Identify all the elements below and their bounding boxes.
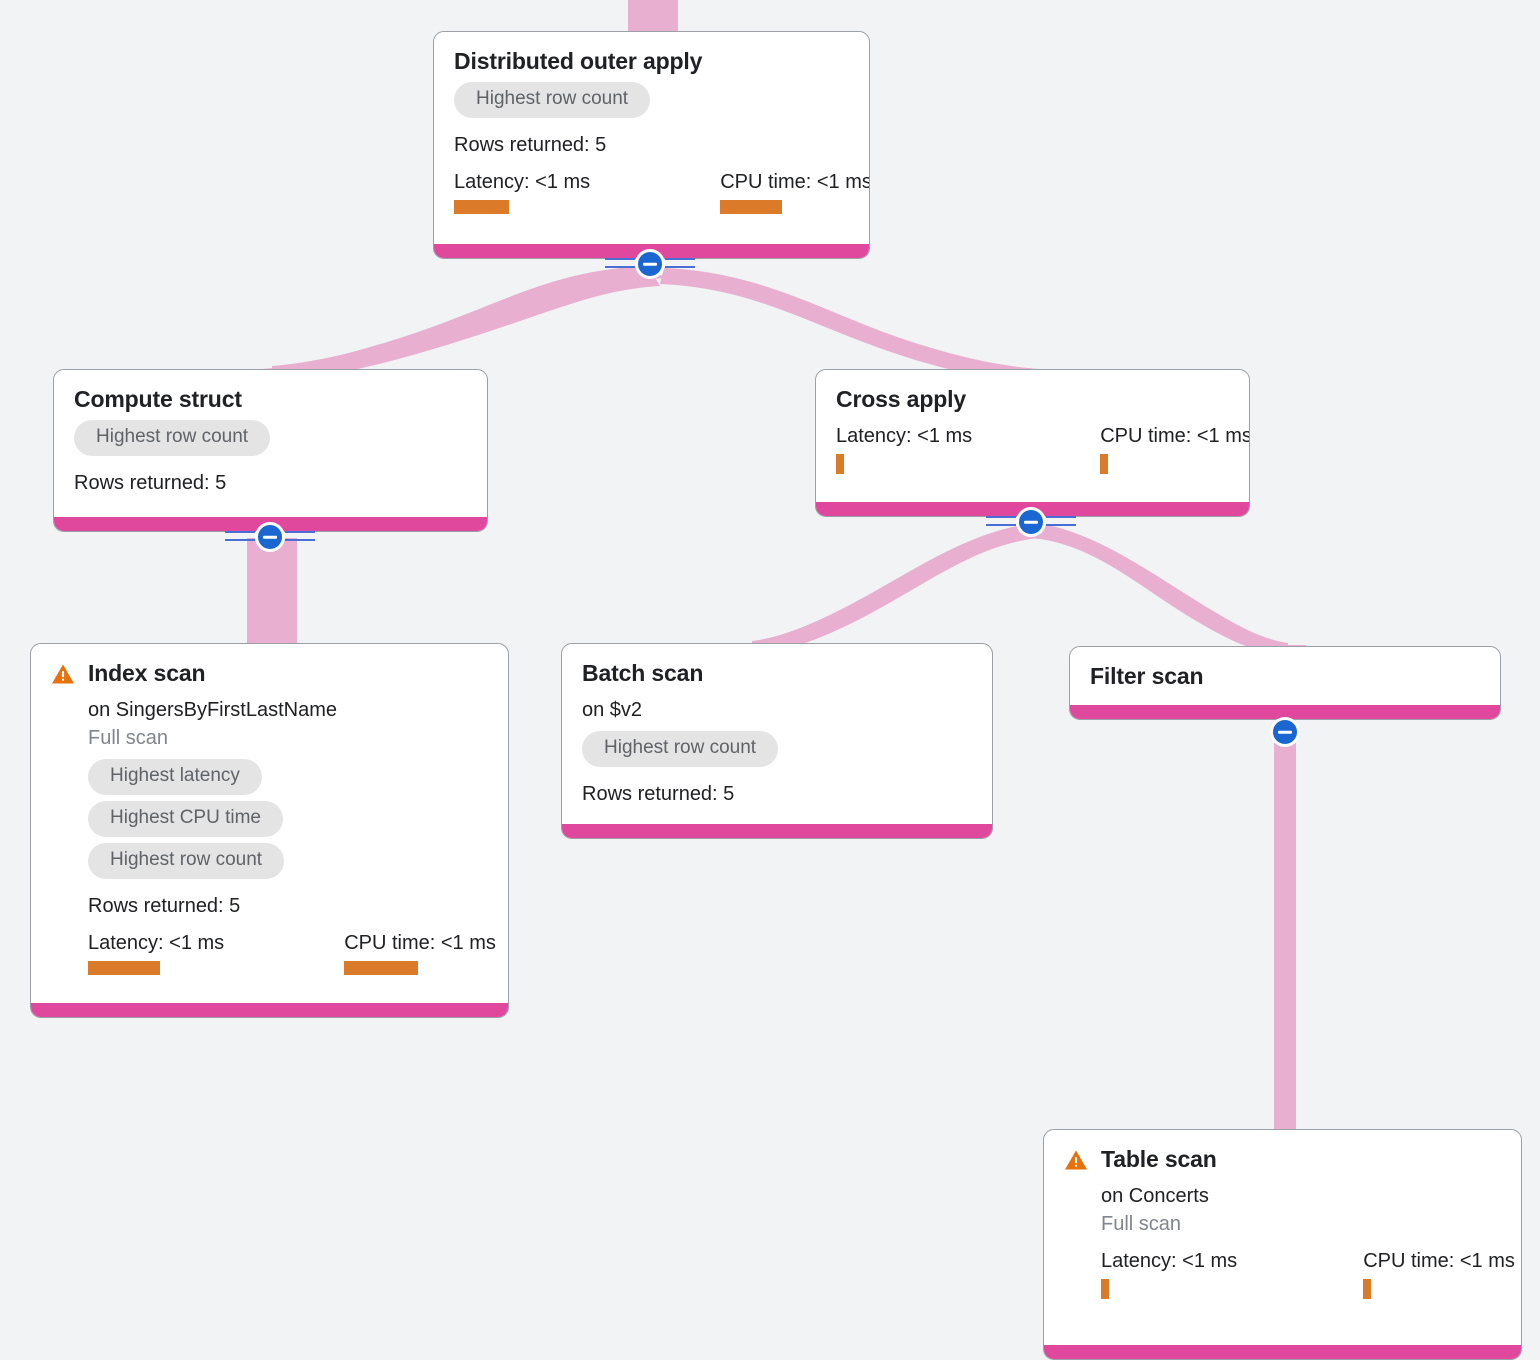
collapse-minus-icon[interactable]	[635, 249, 665, 279]
status-badge: Highest row count	[582, 731, 779, 768]
node-title: Compute struct	[74, 386, 242, 412]
node-body: Latency: <1 ms CPU time: <1 ms	[836, 424, 1249, 475]
metric-latency: Latency: <1 ms	[454, 170, 591, 215]
collapse-minus-icon[interactable]	[1270, 717, 1300, 747]
node-status-bar	[1044, 1345, 1521, 1359]
metric-bar	[344, 960, 419, 975]
node-full-scan-label: Full scan	[88, 727, 169, 750]
node-header: Batch scan	[582, 660, 972, 686]
edge-filter-to-table-scan	[1274, 733, 1296, 1133]
edge-cross-to-filter-scan	[1032, 524, 1307, 665]
collapse-connector-line	[986, 511, 1016, 533]
status-badge: Highest row count	[74, 420, 271, 457]
node-header: Distributed outer apply	[454, 48, 849, 74]
node-title: Table scan	[1101, 1146, 1217, 1172]
metric-latency: Latency: <1 ms	[836, 424, 973, 475]
metric-label: Latency: <1 ms	[88, 931, 225, 954]
node-status-bar	[562, 824, 992, 838]
node-badges: Highest row count	[582, 731, 972, 773]
metric-label: Latency: <1 ms	[1101, 1250, 1238, 1273]
node-header: Table scan	[1064, 1146, 1501, 1172]
node-metrics: Latency: <1 ms CPU time: <1 ms	[1101, 1249, 1515, 1300]
warning-triangle-icon	[52, 664, 74, 684]
node-subtitle: on $v2	[582, 699, 643, 722]
node-title: Filter scan	[1090, 663, 1204, 689]
rows-returned-label: Rows returned: 5	[88, 894, 241, 917]
node-full-scan-label: Full scan	[1101, 1213, 1182, 1236]
collapse-connector-line	[285, 526, 315, 548]
metric-bar	[720, 200, 783, 215]
metric-label: Latency: <1 ms	[836, 425, 973, 448]
node-metrics: Latency: <1 ms CPU time: <1 ms	[88, 931, 496, 975]
node-header: Index scan	[51, 660, 488, 686]
collapse-connector-line	[665, 253, 695, 275]
node-status-bar	[31, 1003, 508, 1017]
node-title: Index scan	[88, 660, 206, 686]
metric-cpu-time: CPU time: <1 ms	[1363, 1249, 1515, 1300]
metric-bar	[836, 454, 844, 475]
metric-latency: Latency: <1 ms	[88, 931, 224, 975]
rows-returned-label: Rows returned: 5	[74, 472, 227, 495]
node-subtitle: on Concerts	[1101, 1185, 1209, 1208]
metric-bar	[1101, 1279, 1109, 1300]
metric-label: CPU time: <1 ms	[720, 171, 870, 194]
plan-node-filter-scan[interactable]: Filter scan	[1069, 646, 1501, 720]
node-status-bar	[1070, 705, 1500, 719]
metric-label: CPU time: <1 ms	[1363, 1250, 1515, 1273]
collapse-minus-icon[interactable]	[1016, 507, 1046, 537]
metric-label: CPU time: <1 ms	[344, 931, 496, 954]
node-title: Batch scan	[582, 660, 704, 686]
metric-bar	[88, 960, 160, 975]
status-badge: Highest row count	[454, 82, 651, 119]
node-badges: Highest row count	[454, 82, 849, 124]
collapse-minus-icon[interactable]	[255, 522, 285, 552]
metric-cpu-time: CPU time: <1 ms	[344, 931, 496, 975]
metric-cpu-time: CPU time: <1 ms	[1100, 424, 1250, 475]
rows-returned-label: Rows returned: 5	[582, 783, 735, 806]
metric-latency: Latency: <1 ms	[1101, 1249, 1238, 1300]
metric-label: Latency: <1 ms	[454, 171, 591, 194]
node-metrics: Latency: <1 ms CPU time: <1 ms	[454, 170, 869, 215]
node-header: Cross apply	[836, 386, 1229, 412]
node-title: Cross apply	[836, 386, 967, 412]
collapse-connector-line	[1046, 511, 1076, 533]
metric-bar	[1363, 1279, 1372, 1300]
collapse-connector-line	[605, 253, 635, 275]
rows-returned-label: Rows returned: 5	[454, 134, 607, 157]
node-badges: Highest row count	[74, 420, 467, 462]
warning-triangle-icon	[1065, 1150, 1087, 1170]
metric-bar	[1100, 454, 1109, 475]
metric-cpu-time: CPU time: <1 ms	[720, 170, 870, 215]
node-title: Distributed outer apply	[454, 48, 703, 74]
collapse-connector-line	[225, 526, 255, 548]
metric-bar	[454, 200, 509, 215]
metric-label: CPU time: <1 ms	[1100, 425, 1250, 448]
node-header: Compute struct	[74, 386, 467, 412]
node-header: Filter scan	[1090, 663, 1480, 689]
status-badge: Highest CPU time	[88, 801, 283, 838]
status-badge: Highest latency	[88, 759, 262, 796]
node-subtitle: on SingersByFirstLastName	[88, 699, 337, 722]
node-metrics: Latency: <1 ms CPU time: <1 ms	[836, 424, 1249, 475]
status-badge: Highest row count	[88, 843, 285, 879]
